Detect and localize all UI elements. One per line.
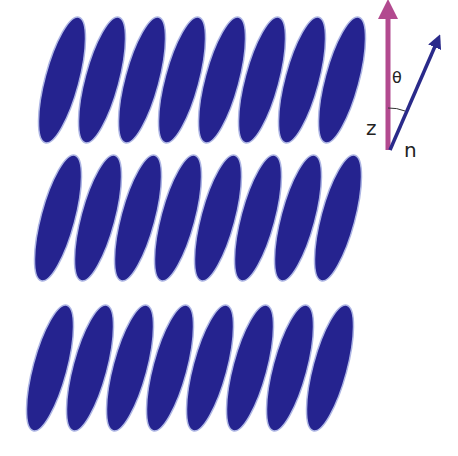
axis-label: z (366, 118, 377, 138)
z-axis-arrow (386, 14, 391, 150)
angle-arc (388, 108, 405, 111)
molecule (309, 13, 375, 147)
director-arrow (390, 44, 436, 150)
director-label: n (404, 140, 417, 160)
molecule (297, 301, 363, 435)
angle-label: θ (392, 70, 402, 86)
molecule-layers (17, 13, 375, 435)
molecule (305, 151, 371, 285)
